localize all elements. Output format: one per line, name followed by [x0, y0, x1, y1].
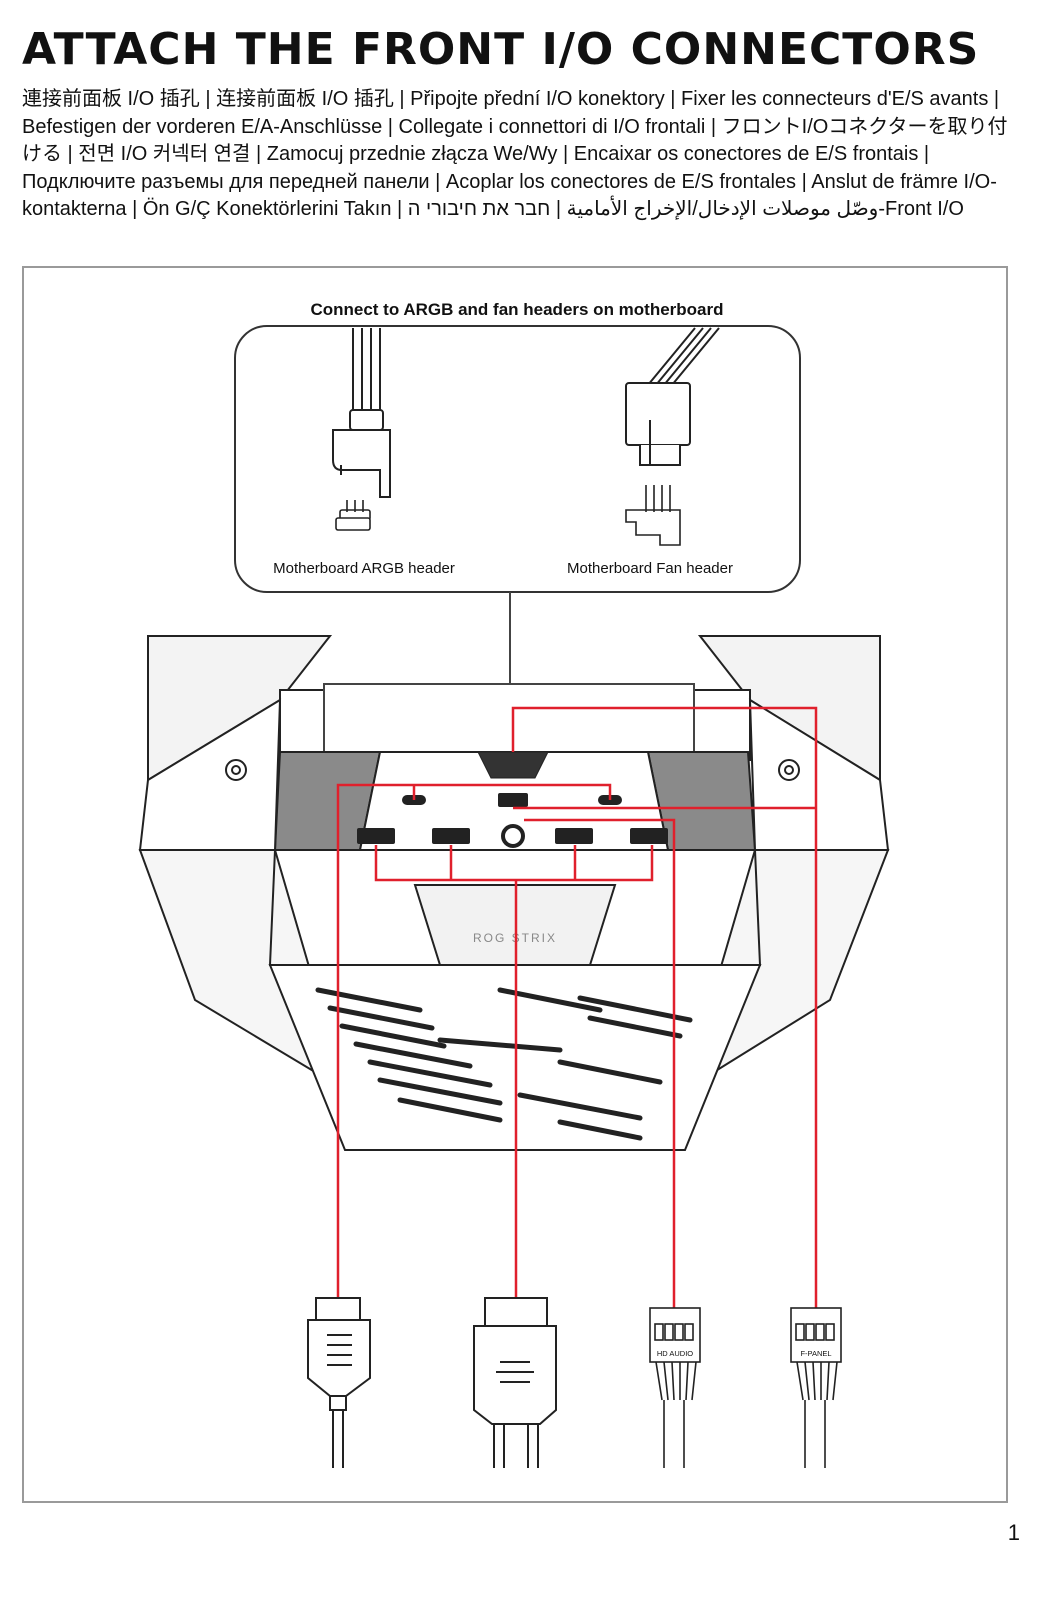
hd-audio-label: HD AUDIO — [657, 1349, 693, 1358]
chassis-logo: ROG STRIX — [473, 931, 557, 945]
page-number: 1 — [1007, 1520, 1020, 1545]
audio-jack-icon — [501, 824, 525, 848]
micro-port-icon — [498, 793, 528, 807]
page-title: ATTACH THE FRONT I/O CONNECTORS — [22, 24, 980, 75]
connection-lines — [336, 706, 818, 1308]
usb-3-connector-icon — [473, 1297, 557, 1468]
screw-icon — [225, 759, 800, 781]
argb-connector-icon — [332, 328, 391, 498]
argb-header-label: Motherboard ARGB header — [273, 560, 455, 577]
argb-header-pins-icon — [335, 500, 371, 531]
power-button — [477, 751, 549, 779]
fan-header-label: Motherboard Fan header — [567, 560, 733, 577]
vent-slots — [315, 987, 693, 1141]
diagram-heading: Connect to ARGB and fan headers on mothe… — [310, 300, 723, 319]
header-callout-box — [234, 325, 801, 593]
multilingual-instructions: 連接前面板 I/O 插孔 | 连接前面板 I/O 插孔 | Připojte p… — [22, 88, 1008, 220]
usb-a-port-icon — [357, 828, 668, 844]
hd-audio-connector-icon — [649, 1307, 701, 1468]
fan-header-pins-icon — [625, 485, 681, 546]
f-panel-connector-icon — [790, 1307, 842, 1468]
f-panel-label: F-PANEL — [800, 1349, 831, 1358]
fan-connector-icon — [625, 327, 720, 466]
usb-c-connector-icon — [307, 1297, 371, 1468]
diagram-frame — [22, 266, 1008, 1503]
